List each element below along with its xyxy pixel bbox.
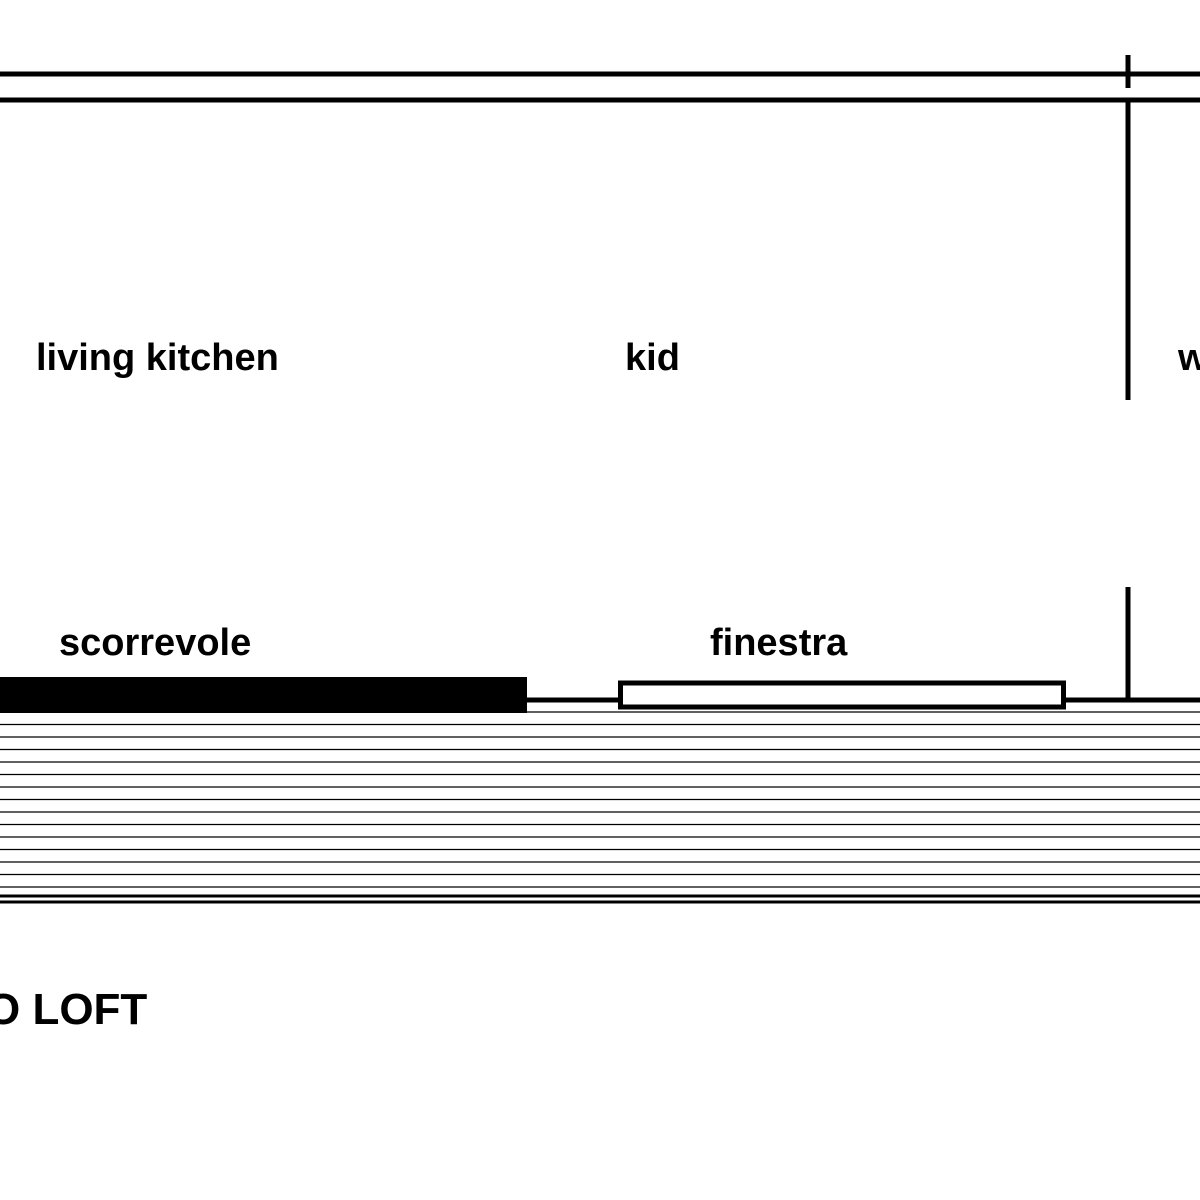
terrace-hatch [0,711,1200,888]
room-label-right: w [1177,337,1200,379]
room-label-living-kitchen: living kitchen [36,337,279,379]
room-label-kid: kid [625,337,680,379]
top-wall [0,71,1200,103]
sliding-door [0,677,527,713]
bottom-wall [0,894,1200,904]
sliding-door-label: scorrevole [59,622,251,664]
window-label: finestra [710,622,848,664]
window [618,680,1066,710]
plan-caption: O LOFT [0,985,147,1034]
